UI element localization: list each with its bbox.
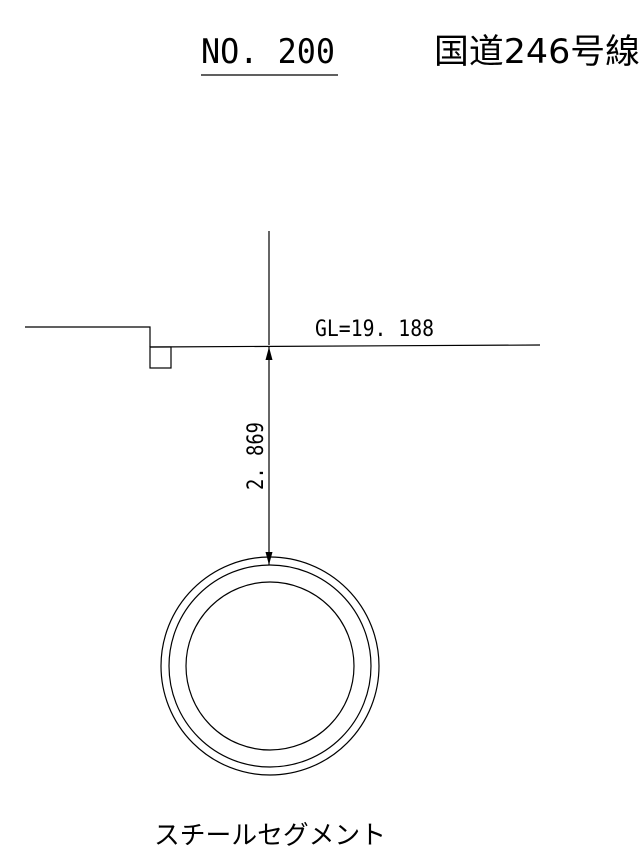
ground-level-label: GL=19. 188 [315,317,434,342]
pipe-middle-ring [168,564,372,768]
ground-line-left [25,326,151,347]
section-number: NO. 200 [201,32,335,72]
arrow-up-icon [265,347,273,360]
gutter-box [149,346,172,369]
depth-label: 2. 869 [244,422,269,490]
pipe-outer-ring [160,556,380,776]
arrow-down-icon [265,552,273,565]
pipe-inner-ring [185,581,355,751]
ground-line [149,344,541,348]
pipe-type-label: スチールセグメント [154,821,386,846]
route-name: 国道246号線 [434,32,640,72]
